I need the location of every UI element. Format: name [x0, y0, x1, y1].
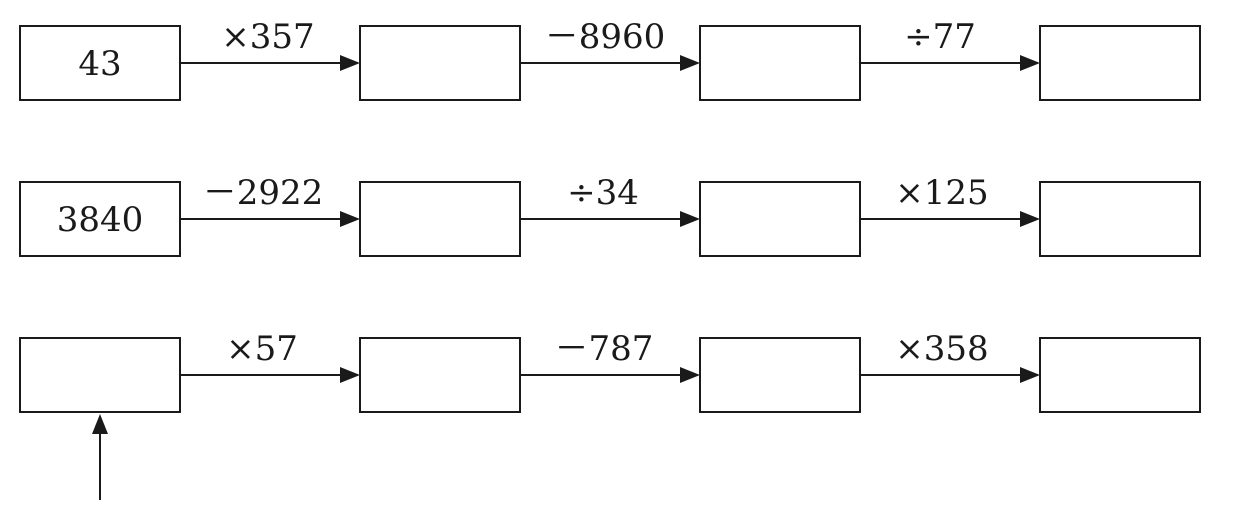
row-2-operation-1: －2922 — [203, 173, 324, 213]
row-1-start-value: 43 — [78, 44, 121, 84]
row-3-arrowhead-2 — [680, 367, 700, 383]
row-1-result-box-2 — [699, 25, 861, 101]
row-2: 3840 －2922 ÷34 ×125 — [19, 173, 1201, 257]
row-2-result-box-2 — [699, 181, 861, 257]
row-1: 43 ×357 －8960 ÷77 — [19, 17, 1201, 101]
row-3-operation-3: ×358 — [895, 329, 988, 369]
row-2-start-value: 3840 — [57, 200, 144, 240]
row-3-input-arrowhead — [92, 414, 108, 434]
row-3-result-box-3 — [1039, 337, 1201, 413]
row-1-operation-2: －8960 — [545, 17, 666, 57]
row-3-arrowhead-3 — [1020, 367, 1040, 383]
row-3-operation-1: ×57 — [226, 329, 298, 369]
row-1-operation-1: ×357 — [221, 17, 314, 57]
row-3-result-box-1 — [359, 337, 521, 413]
row-1-start-box — [19, 25, 181, 101]
row-2-start-box — [19, 181, 181, 257]
row-2-result-box-3 — [1039, 181, 1201, 257]
row-1-arrowhead-1 — [340, 55, 360, 71]
row-1-arrowhead-2 — [680, 55, 700, 71]
row-3: ×57 －787 ×358 — [19, 329, 1201, 500]
row-3-arrowhead-1 — [340, 367, 360, 383]
row-3-start-box — [19, 337, 181, 413]
row-2-arrowhead-2 — [680, 211, 700, 227]
row-2-operation-2: ÷34 — [567, 173, 639, 213]
row-2-arrowhead-1 — [340, 211, 360, 227]
row-3-operation-2: －787 — [555, 329, 654, 369]
row-1-arrowhead-3 — [1020, 55, 1040, 71]
row-2-result-box-1 — [359, 181, 521, 257]
row-1-result-box-3 — [1039, 25, 1201, 101]
row-3-result-box-2 — [699, 337, 861, 413]
row-2-arrowhead-3 — [1020, 211, 1040, 227]
row-1-operation-3: ÷77 — [904, 17, 976, 57]
row-1-result-box-1 — [359, 25, 521, 101]
row-2-operation-3: ×125 — [895, 173, 988, 213]
